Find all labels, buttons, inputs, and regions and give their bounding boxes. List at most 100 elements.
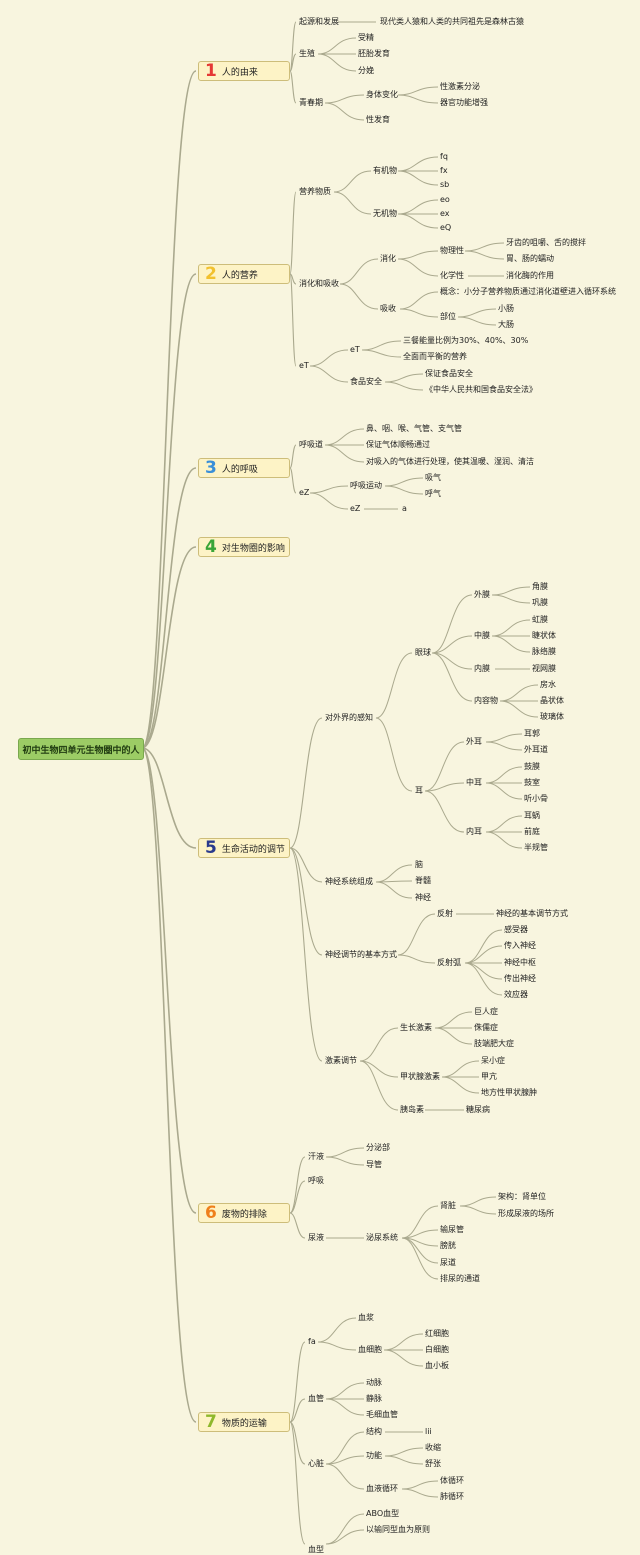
topic-node[interactable]: 三餐能量比例为30%、40%、30% (403, 336, 529, 345)
topic-node[interactable]: eT (299, 361, 309, 370)
topic-node[interactable]: 内耳 (466, 827, 482, 836)
topic-node[interactable]: 大肠 (498, 320, 514, 329)
topic-node[interactable]: eT (350, 345, 360, 354)
topic-node[interactable]: 糖尿病 (466, 1105, 490, 1114)
topic-node[interactable]: 胰岛素 (400, 1105, 424, 1114)
topic-node[interactable]: 甲亢 (481, 1072, 497, 1081)
topic-node[interactable]: 晶状体 (540, 696, 564, 705)
topic-node[interactable]: 甲状腺激素 (400, 1072, 440, 1081)
topic-node[interactable]: 导管 (366, 1160, 382, 1169)
topic-node[interactable]: 虹膜 (532, 615, 548, 624)
topic-node[interactable]: 巨人症 (474, 1007, 498, 1016)
topic-node[interactable]: 视网膜 (532, 664, 556, 673)
topic-node[interactable]: 胃、肠的蠕动 (506, 254, 554, 263)
topic-node[interactable]: 脊髓 (415, 876, 431, 885)
topic-node[interactable]: 前庭 (524, 827, 540, 836)
topic-node[interactable]: fq (440, 152, 448, 161)
topic-node[interactable]: 神经系统组成 (325, 877, 373, 886)
topic-node[interactable]: 地方性甲状腺肿 (481, 1088, 537, 1097)
topic-node[interactable]: eQ (440, 223, 452, 232)
topic-node[interactable]: 性发育 (366, 115, 390, 124)
topic-node[interactable]: eo (440, 195, 450, 204)
topic-node[interactable]: 呼气 (425, 489, 441, 498)
topic-node[interactable]: 鼓膜 (524, 762, 540, 771)
topic-node[interactable]: 营养物质 (299, 187, 331, 196)
topic-node[interactable]: 功能 (366, 1451, 382, 1460)
topic-node[interactable]: 保证食品安全 (425, 369, 473, 378)
topic-node[interactable]: 胚胎发育 (358, 49, 390, 58)
topic-node[interactable]: 神经调节的基本方式 (325, 950, 397, 959)
topic-node[interactable]: ex (440, 209, 450, 218)
topic-node[interactable]: lii (425, 1427, 432, 1436)
topic-node[interactable]: 动脉 (366, 1378, 382, 1387)
topic-node[interactable]: 中耳 (466, 778, 482, 787)
topic-node[interactable]: 血细胞 (358, 1345, 382, 1354)
topic-node[interactable]: 中膜 (474, 631, 490, 640)
topic-node[interactable]: 尿液 (308, 1233, 324, 1242)
topic-node[interactable]: 现代类人猿和人类的共同祖先是森林古猿 (380, 17, 524, 26)
topic-node[interactable]: 传出神经 (504, 974, 536, 983)
topic-node[interactable]: 尿道 (440, 1258, 456, 1267)
topic-node[interactable]: 红细胞 (425, 1329, 449, 1338)
topic-node[interactable]: fx (440, 166, 448, 175)
topic-node[interactable]: 听小骨 (524, 794, 548, 803)
topic-node[interactable]: 部位 (440, 312, 456, 321)
topic-node[interactable]: 收缩 (425, 1443, 441, 1452)
topic-node[interactable]: 脉络膜 (532, 647, 556, 656)
topic-node[interactable]: 脑 (415, 860, 423, 869)
topic-node[interactable]: 神经中枢 (504, 958, 536, 967)
topic-node[interactable]: 体循环 (440, 1476, 464, 1485)
topic-node[interactable]: 对外界的感知 (325, 713, 373, 722)
topic-node[interactable]: 眼球 (415, 648, 431, 657)
topic-node[interactable]: 耳 (415, 786, 423, 795)
topic-node[interactable]: 化学性 (440, 271, 464, 280)
topic-node[interactable]: ABO血型 (366, 1509, 400, 1518)
topic-node[interactable]: 鼓室 (524, 778, 540, 787)
topic-node[interactable]: 全面而平衡的营养 (403, 352, 467, 361)
topic-node[interactable]: 架构：肾单位 (498, 1192, 546, 1201)
topic-node[interactable]: 外耳 (466, 737, 482, 746)
topic-node[interactable]: 半规管 (524, 843, 548, 852)
topic-node[interactable]: 外耳道 (524, 745, 548, 754)
topic-node[interactable]: 对吸入的气体进行处理，使其温暖、湿润、清洁 (366, 457, 534, 466)
topic-node[interactable]: 生长激素 (400, 1023, 432, 1032)
topic-node[interactable]: 泌尿系统 (366, 1233, 398, 1242)
topic-node[interactable]: 内容物 (474, 696, 498, 705)
topic-node[interactable]: 吸收 (380, 304, 396, 313)
topic-node[interactable]: eZ (350, 504, 361, 513)
topic-node[interactable]: 物理性 (440, 246, 464, 255)
topic-node[interactable]: 血浆 (358, 1313, 374, 1322)
topic-node[interactable]: 白细胞 (425, 1345, 449, 1354)
topic-node[interactable]: a (402, 504, 407, 513)
topic-node[interactable]: 消化酶的作用 (506, 271, 554, 280)
topic-node[interactable]: 呆小症 (481, 1056, 505, 1065)
topic-node[interactable]: 侏儒症 (474, 1023, 498, 1032)
topic-node[interactable]: 膀胱 (440, 1241, 456, 1250)
topic-node[interactable]: 保证气体顺畅通过 (366, 440, 430, 449)
topic-node[interactable]: 有机物 (373, 166, 397, 175)
root-topic[interactable]: 初中生物四单元生物圈中的人 (18, 738, 144, 760)
topic-node[interactable]: 毛细血管 (366, 1410, 398, 1419)
topic-node[interactable]: 身体变化 (366, 90, 398, 99)
topic-node[interactable]: 肢端肥大症 (474, 1039, 514, 1048)
topic-node[interactable]: 分娩 (358, 66, 374, 75)
topic-node[interactable]: 神经 (415, 893, 431, 902)
topic-node[interactable]: 睫状体 (532, 631, 556, 640)
topic-node[interactable]: 输尿管 (440, 1225, 464, 1234)
topic-node[interactable]: 感受器 (504, 925, 528, 934)
topic-node[interactable]: 形成尿液的场所 (498, 1209, 554, 1218)
topic-node[interactable]: 汗液 (308, 1152, 324, 1161)
topic-node[interactable]: 结构 (366, 1427, 382, 1436)
topic-node[interactable]: 以输同型血为原则 (366, 1525, 430, 1534)
topic-node[interactable]: 受精 (358, 33, 374, 42)
topic-node[interactable]: 呼吸运动 (350, 481, 382, 490)
topic-node[interactable]: 生殖 (299, 49, 315, 58)
topic-node[interactable]: 概念：小分子营养物质通过消化道壁进入循环系统 (440, 287, 616, 296)
topic-node[interactable]: 耳蜗 (524, 811, 540, 820)
